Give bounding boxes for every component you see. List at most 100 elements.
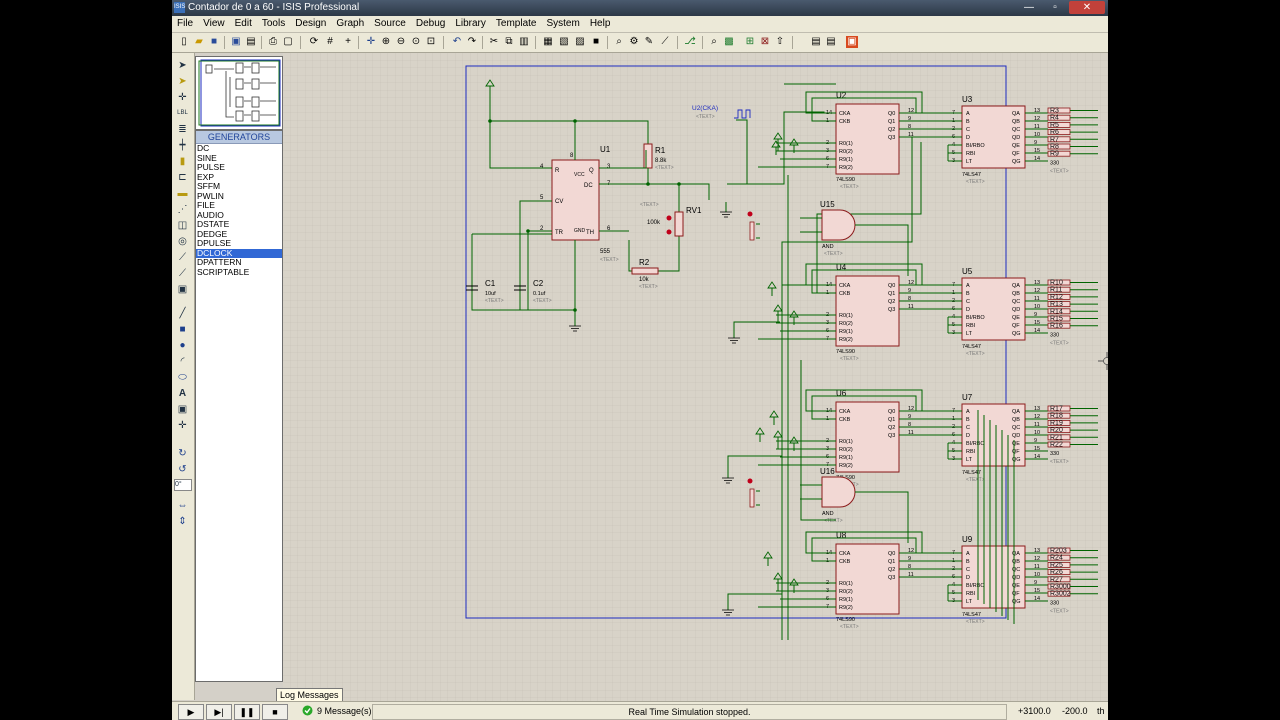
virtual-instruments-icon[interactable]: ▣ <box>177 284 188 295</box>
minimize-button[interactable]: — <box>1024 2 1034 13</box>
property-tool-icon[interactable]: ▩ <box>724 36 734 47</box>
wire-label-icon[interactable]: LBL <box>177 110 188 116</box>
message-count[interactable]: 9 Message(s) <box>317 706 372 716</box>
text-script-icon[interactable]: ≣ <box>178 124 187 135</box>
new-file-icon[interactable]: ▯ <box>181 36 187 47</box>
menu-debug[interactable]: Debug <box>415 18 446 29</box>
block-move-icon[interactable]: ▧ <box>559 36 569 47</box>
grid-icon[interactable]: # <box>327 36 333 47</box>
menu-edit[interactable]: Edit <box>234 18 252 29</box>
stop-button[interactable]: ■ <box>262 704 288 720</box>
make-device-icon[interactable]: ⚙ <box>629 36 639 47</box>
electrical-rules-icon[interactable]: ▤ <box>826 36 836 47</box>
rotate-clockwise-icon[interactable]: ↻ <box>178 448 187 459</box>
refresh-icon[interactable]: ⟳ <box>309 36 319 47</box>
generator-icon[interactable]: ◎ <box>178 236 187 247</box>
exit-to-parent-icon[interactable]: ⇧ <box>775 36 785 47</box>
generator-item-dc[interactable]: DC <box>197 143 210 153</box>
export-icon[interactable]: ▤ <box>246 36 256 47</box>
box-2d-icon[interactable]: ■ <box>179 324 186 335</box>
zoom-in-icon[interactable]: ⊕ <box>381 36 391 47</box>
symbol-2d-icon[interactable]: ▣ <box>177 404 188 415</box>
line-2d-icon[interactable]: ╱ <box>179 308 186 319</box>
cut-icon[interactable]: ✂ <box>489 36 499 47</box>
generator-item-sine[interactable]: SINE <box>197 152 217 163</box>
pause-button[interactable]: ❚❚ <box>234 704 260 720</box>
packaging-icon[interactable]: ✎ <box>644 36 654 47</box>
zoom-area-icon[interactable]: ⊡ <box>426 36 436 47</box>
generator-item-pulse[interactable]: PULSE <box>197 162 225 172</box>
zoom-all-icon[interactable]: ⊙ <box>411 36 421 47</box>
generator-item-audio[interactable]: AUDIO <box>197 209 224 220</box>
copy-icon[interactable]: ⧉ <box>505 36 513 47</box>
save-icon[interactable]: ■ <box>210 36 218 47</box>
component-mode-icon[interactable]: ➤ <box>178 76 187 87</box>
generator-item-sffm[interactable]: SFFM <box>197 181 221 191</box>
generator-item-dpulse[interactable]: DPULSE <box>197 238 232 248</box>
tape-recorder-icon[interactable]: ◫ <box>177 220 188 231</box>
path-2d-icon[interactable]: ⬭ <box>178 372 187 383</box>
graph-icon[interactable]: ⋰ <box>177 204 188 215</box>
close-button[interactable]: ✕ <box>1069 1 1105 14</box>
netlist-to-ares-icon[interactable]: ▣ <box>846 36 858 48</box>
mirror-y-icon[interactable]: ⇕ <box>178 516 187 527</box>
arc-2d-icon[interactable]: ◜ <box>180 356 185 367</box>
rotation-field[interactable]: 0° <box>174 479 192 491</box>
play-button[interactable]: ▶ <box>178 704 204 720</box>
text-2d-icon[interactable]: A <box>178 388 187 399</box>
menu-file[interactable]: File <box>177 18 194 29</box>
voltage-probe-icon[interactable]: ⟋ <box>179 252 186 263</box>
marker-2d-icon[interactable]: ✛ <box>178 420 187 431</box>
junction-dot-icon[interactable]: ✛ <box>178 92 187 103</box>
current-probe-icon[interactable]: ⟋ <box>179 268 186 279</box>
generator-item-exp[interactable]: EXP <box>197 171 215 182</box>
block-delete-icon[interactable]: ■ <box>592 36 600 47</box>
print-icon[interactable]: ⎙ <box>269 36 277 47</box>
generator-item-dstate[interactable]: DSTATE <box>197 219 230 229</box>
menu-design[interactable]: Design <box>295 18 327 29</box>
generator-item-scriptable[interactable]: SCRIPTABLE <box>197 266 250 277</box>
subcircuit-icon[interactable]: ▮ <box>179 156 186 167</box>
pan-icon[interactable]: ✛ <box>366 36 376 47</box>
generator-item-dclock[interactable]: DCLOCK <box>196 248 282 258</box>
pick-device-icon[interactable]: ⌕ <box>616 36 622 47</box>
terminal-icon[interactable]: ⊏ <box>178 172 187 183</box>
overview-window[interactable] <box>195 56 283 130</box>
wire-autorouter-icon[interactable]: ⎇ <box>684 36 696 47</box>
generator-item-file[interactable]: FILE <box>197 200 215 210</box>
zoom-out-icon[interactable]: ⊖ <box>396 36 406 47</box>
menu-library[interactable]: Library <box>455 18 486 29</box>
rotate-anticlockwise-icon[interactable]: ↺ <box>178 464 187 475</box>
generator-item-dedge[interactable]: DEDGE <box>197 228 228 239</box>
block-rotate-icon[interactable]: ▨ <box>575 36 585 47</box>
message-status-icon[interactable] <box>302 704 314 718</box>
menu-view[interactable]: View <box>203 18 225 29</box>
bill-of-materials-icon[interactable]: ▤ <box>811 36 821 47</box>
decompose-icon[interactable]: ⟋ <box>661 36 669 47</box>
menu-help[interactable]: Help <box>589 18 611 29</box>
menu-tools[interactable]: Tools <box>261 18 286 29</box>
origin-icon[interactable]: + <box>345 36 351 47</box>
block-copy-icon[interactable]: ▦ <box>543 36 553 47</box>
generator-item-dpattern[interactable]: DPATTERN <box>197 257 242 267</box>
open-folder-icon[interactable]: ▰ <box>195 36 203 47</box>
menu-graph[interactable]: Graph <box>336 18 365 29</box>
remove-sheet-icon[interactable]: ⊠ <box>760 36 770 47</box>
generator-item-pwlin[interactable]: PWLIN <box>197 190 224 201</box>
circle-2d-icon[interactable]: ● <box>179 340 186 351</box>
menu-system[interactable]: System <box>546 18 580 29</box>
new-sheet-icon[interactable]: ⊞ <box>745 36 755 47</box>
bus-icon[interactable]: ┿ <box>179 140 186 151</box>
import-icon[interactable]: ▣ <box>231 36 241 47</box>
maximize-button[interactable]: ▫ <box>1053 2 1057 13</box>
paste-icon[interactable]: ▥ <box>519 36 529 47</box>
mirror-x-icon[interactable]: ⇔ <box>177 500 188 511</box>
menu-source[interactable]: Source <box>374 18 406 29</box>
menu-template[interactable]: Template <box>495 18 537 29</box>
selection-mode-icon[interactable]: ➤ <box>178 60 187 71</box>
step-button[interactable]: ▶| <box>206 704 232 720</box>
undo-icon[interactable]: ↶ <box>452 36 462 47</box>
device-pin-icon[interactable]: ▬ <box>177 188 188 199</box>
redo-icon[interactable]: ↷ <box>467 36 477 47</box>
